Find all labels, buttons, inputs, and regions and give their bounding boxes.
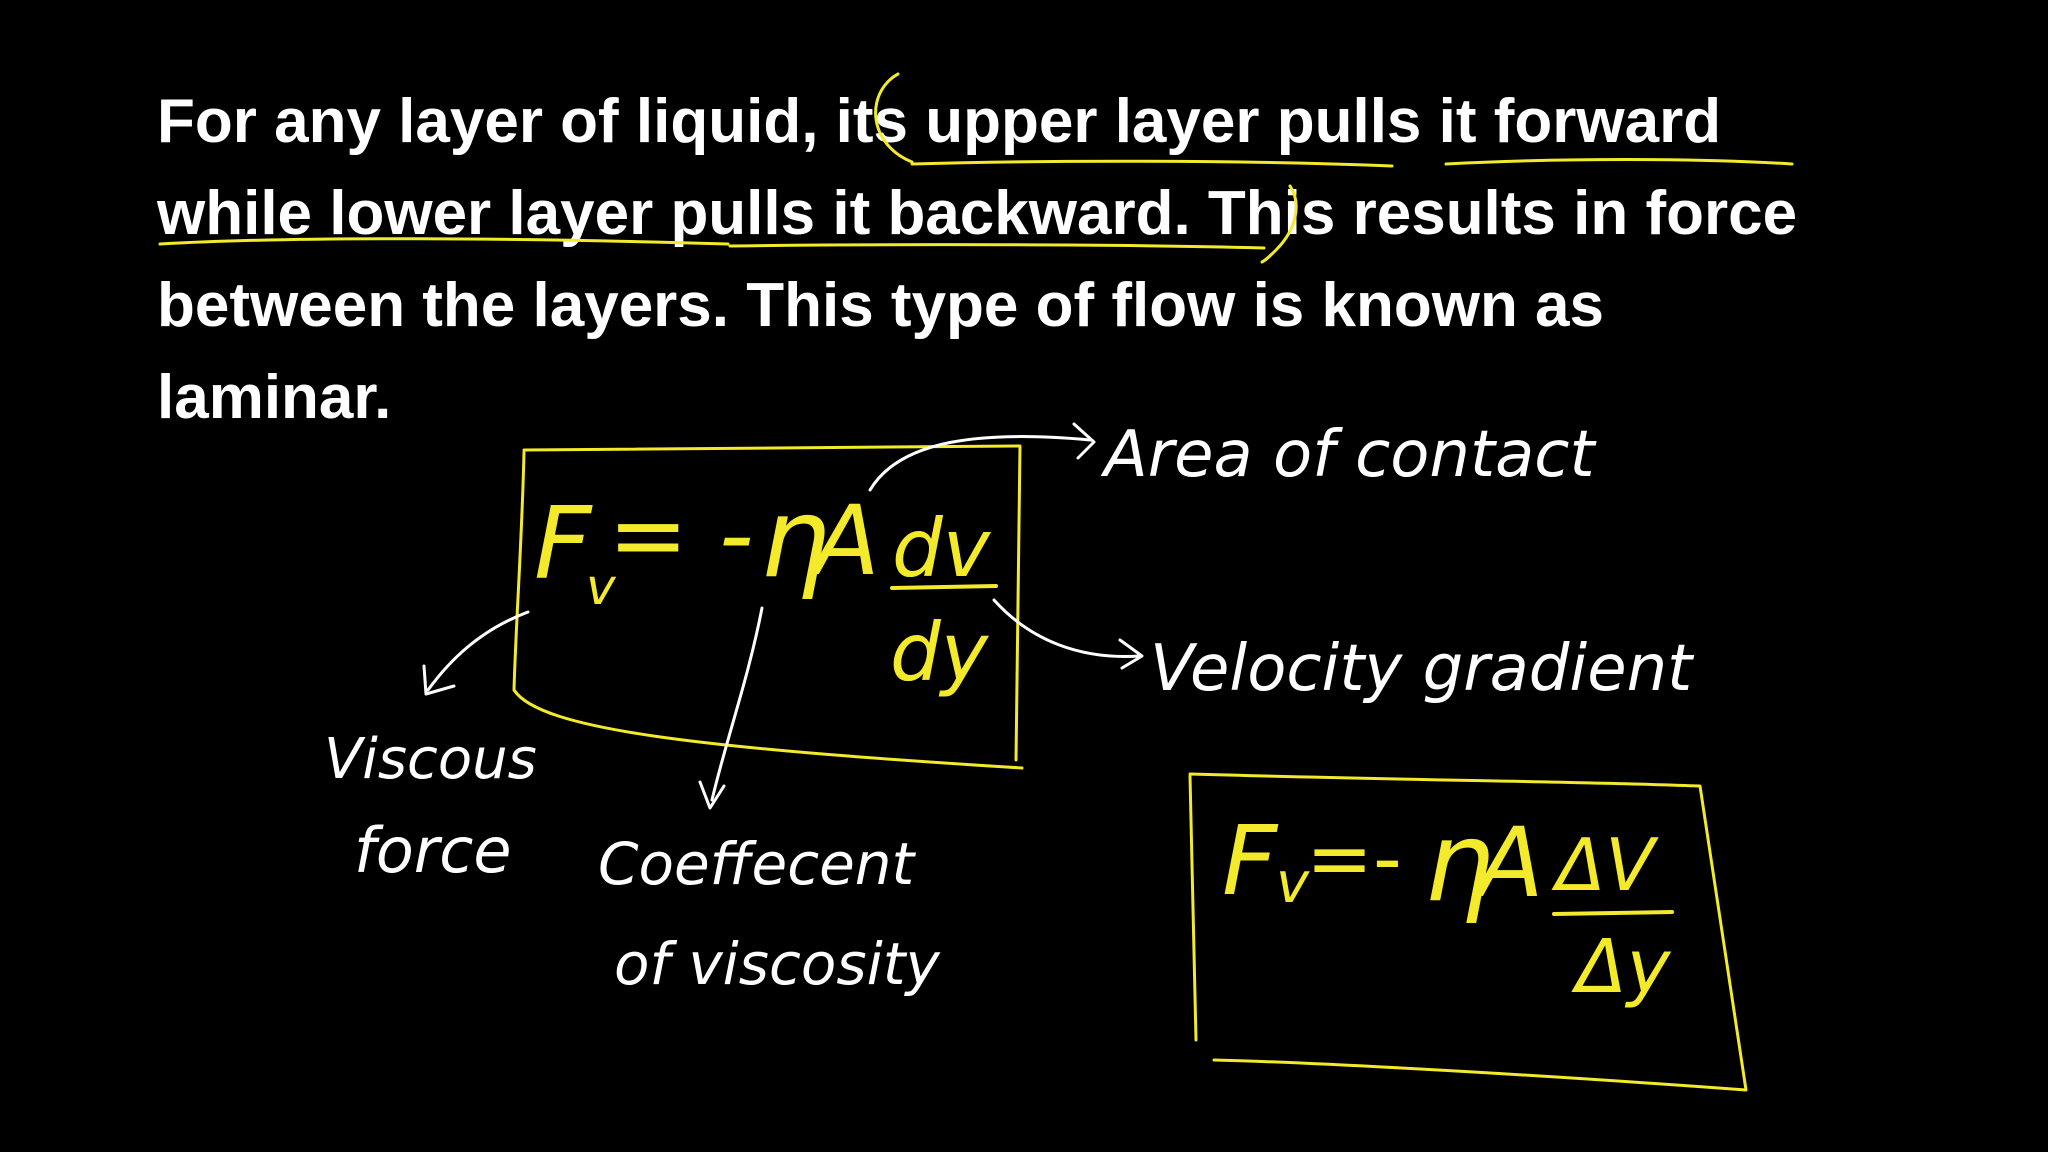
annotation-labels: Area of contact Velocity gradient Viscou… [324, 418, 1695, 998]
arrow-coefficient [710, 606, 764, 802]
equation2-lhs: F [1222, 805, 1279, 917]
arrow-velocity-gradient [992, 598, 1142, 658]
equation1-fraction-bar [890, 584, 998, 590]
equation2-numerator: ΔV [1551, 823, 1659, 907]
label-viscous-line-1: Viscous [324, 727, 537, 792]
arrow-velocity-gradient-head [1118, 638, 1144, 670]
equation1-equals-minus: = - [608, 479, 754, 591]
paragraph-line-2a: while lower layer pulls it backward [157, 179, 1174, 248]
equation1-denominator: dy [890, 606, 990, 699]
paragraph-line-2: while lower layer pulls it backward. Thi… [157, 168, 1797, 260]
paragraph-line-3: between the layers. This type of flow is… [157, 271, 1605, 340]
equation2-box [1188, 772, 1748, 1092]
equation2-area: A [1472, 807, 1544, 919]
label-coefficient-line-1: Coeffecent [598, 830, 917, 898]
equation1-eta: η [760, 474, 830, 602]
paragraph-line-4: laminar. [157, 363, 392, 432]
open-bracket-mark [874, 72, 914, 164]
underline-upper-layer [910, 159, 1394, 168]
underline-forward [1444, 158, 1794, 166]
label-coefficient-line-2: of viscosity [614, 930, 940, 998]
equation2-eta: η [1424, 798, 1494, 926]
arrow-area-of-contact-head [1072, 422, 1096, 460]
paragraph-line-2b: . This results in force [1173, 179, 1798, 248]
label-viscous-line-2: force [354, 814, 511, 887]
equation1-area: A [808, 485, 880, 597]
paragraph-line-1: For any layer of liquid, its upper layer… [157, 76, 1797, 168]
equation2-denominator: Δy [1571, 924, 1672, 1010]
paragraph: For any layer of liquid, its upper layer… [157, 76, 1797, 444]
equation1-numerator: dv [892, 502, 992, 595]
underline-lower-layer [158, 237, 730, 246]
label-velocity-gradient: Velocity gradient [1150, 632, 1695, 706]
annotation-arrows [422, 422, 1144, 810]
close-bracket-mark [1260, 184, 1298, 264]
equation2-equals-minus: =- [1306, 812, 1402, 905]
underline-backward [728, 243, 1266, 250]
paragraph-highlights [158, 72, 1794, 264]
equation2-fraction-bar [1552, 910, 1674, 916]
paragraph-line-1a: For any layer of liquid, [157, 87, 819, 156]
equation2-lhs-sub: v [1276, 851, 1310, 916]
arrow-area-of-contact [868, 435, 1092, 492]
label-area-of-contact: Area of contact [1100, 418, 1597, 492]
arrow-viscous-force [426, 610, 530, 692]
arrow-viscous-force-head [422, 664, 456, 696]
equation1-box [512, 444, 1024, 770]
paragraph-line-1b: its upper layer pulls it forward [818, 87, 1722, 156]
equation1: F v = - η A dv dy [534, 474, 992, 699]
equation1-lhs-sub: v [586, 558, 617, 616]
equation2: F v =- η A ΔV Δy [1222, 798, 1672, 1010]
arrow-coefficient-head [698, 780, 726, 810]
equation1-lhs: F [534, 485, 593, 602]
